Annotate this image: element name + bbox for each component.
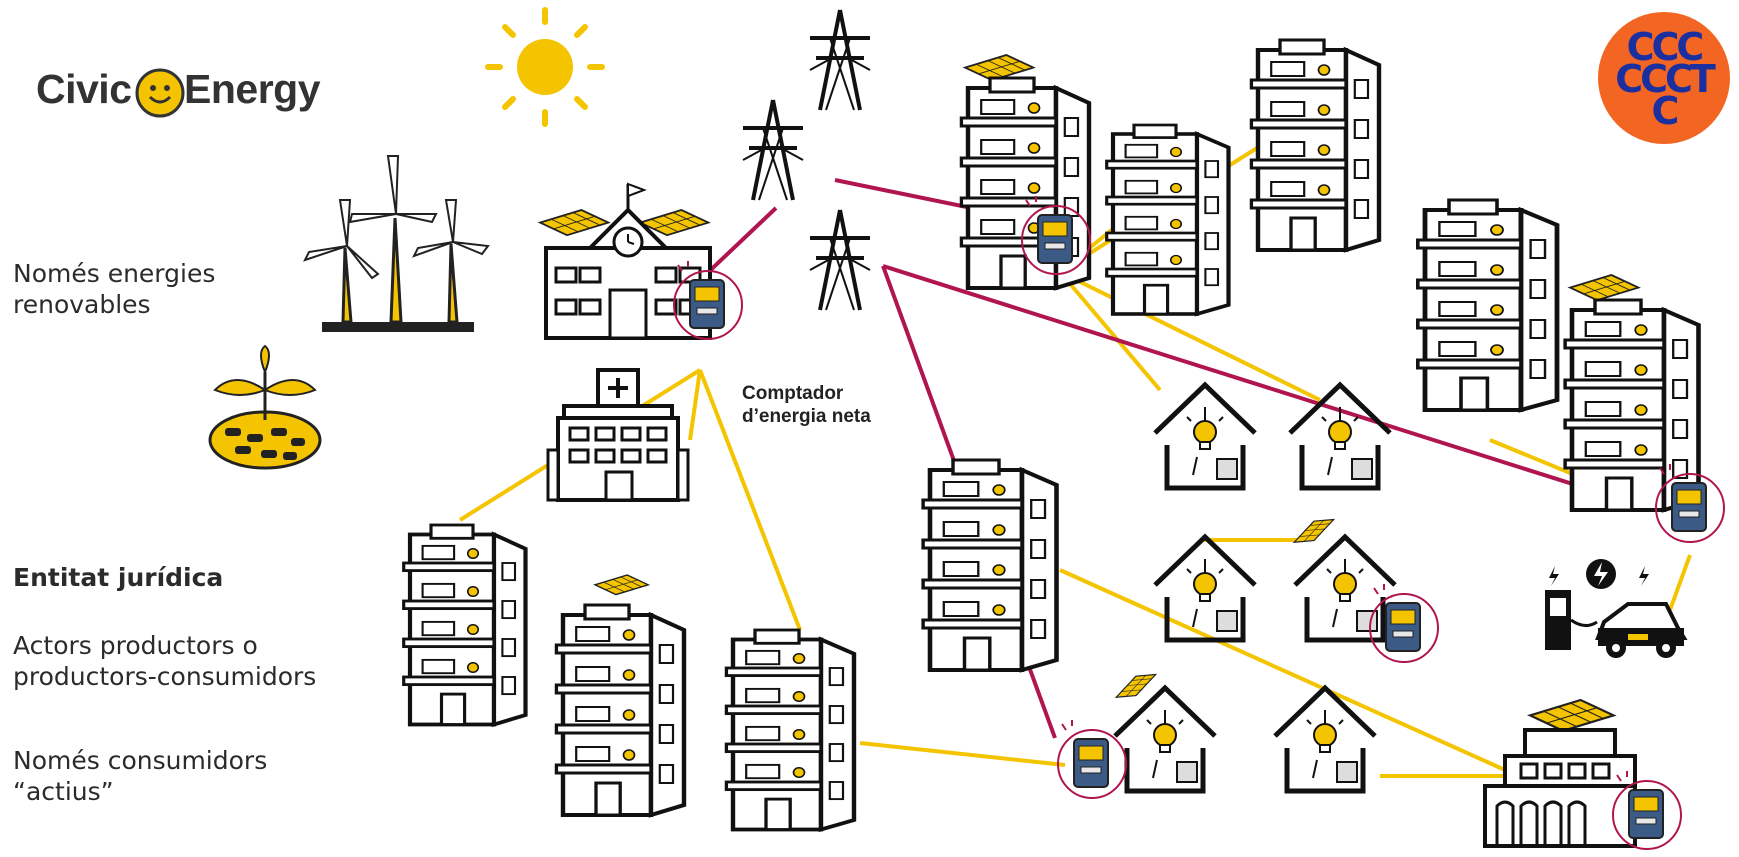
badge-row-3: C <box>1651 89 1680 133</box>
apartment-building-icon <box>1251 40 1379 250</box>
wind-turbine-icon <box>303 155 490 332</box>
electric-car-icon <box>1595 602 1688 658</box>
factory-icon <box>1483 698 1637 848</box>
apartment-building-icon <box>726 630 854 830</box>
apartment-building-icon <box>1565 274 1698 510</box>
community-lines <box>458 141 1692 778</box>
apartment-building-icon <box>1418 200 1557 410</box>
house-icon <box>1155 385 1255 488</box>
entity-title: Entitat jurídica <box>13 563 224 592</box>
apartment-building-icon <box>1107 125 1229 314</box>
producers-text: Actors productors o productors-consumido… <box>13 631 317 691</box>
hospital-icon <box>546 368 690 502</box>
smart-meter-icon <box>1369 583 1439 663</box>
apartment-building-icon <box>923 460 1056 670</box>
smart-meter-icon <box>1057 719 1127 799</box>
ev-charger-icon <box>1545 559 1649 650</box>
consumers-text: Només consumidors “actius” <box>13 746 268 806</box>
net-energy-meter-label: Comptador d’energia neta <box>742 383 871 427</box>
badge-row-2: CCCT <box>1615 57 1716 101</box>
house-icon <box>1111 666 1215 791</box>
logo-word-civic: Civic <box>36 66 132 112</box>
renewables-text: Només energies renovables <box>13 259 216 319</box>
power-pylon-icon <box>741 98 805 202</box>
house-icon <box>1155 537 1255 640</box>
biomass-icon <box>208 344 322 470</box>
apartment-building-icon <box>404 525 526 725</box>
power-pylon-icon <box>808 8 872 112</box>
school-icon <box>539 182 712 340</box>
logo-word-energy: Energy <box>184 66 321 112</box>
badge-row-1: CCC <box>1626 25 1705 69</box>
power-pylon-icon <box>808 208 872 312</box>
civic-energy-logo-icon <box>135 68 185 118</box>
apartment-building-icon <box>556 574 684 815</box>
house-icon <box>1289 511 1395 640</box>
cccct-badge: CCC CCCT C <box>1598 12 1730 144</box>
sun-icon <box>485 7 605 127</box>
